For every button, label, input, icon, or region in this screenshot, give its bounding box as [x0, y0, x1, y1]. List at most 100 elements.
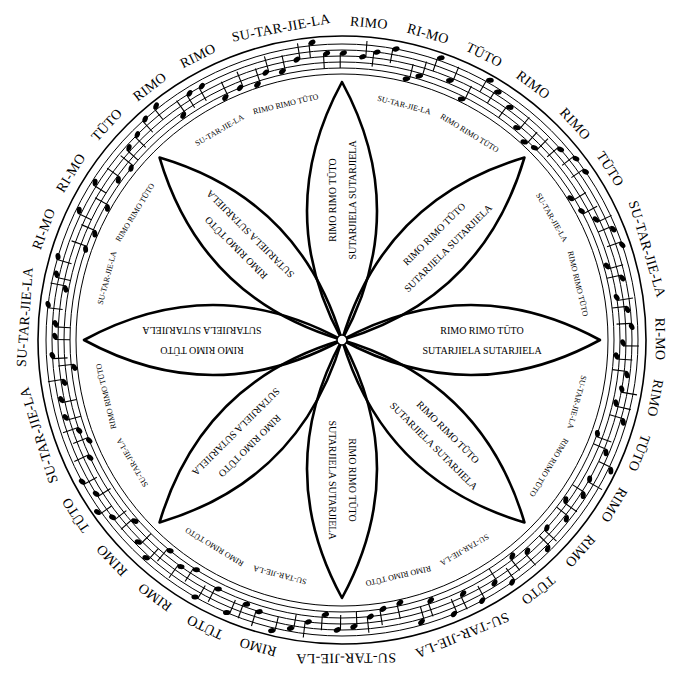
- note-stem: [48, 379, 64, 381]
- note: [619, 338, 639, 347]
- ring-lyric: RIMO: [350, 14, 389, 33]
- note-stem: [539, 536, 550, 547]
- note: [214, 81, 230, 103]
- note: [221, 597, 236, 618]
- petal: [84, 305, 342, 375]
- note-head: [131, 517, 140, 524]
- center-ring: [337, 335, 347, 345]
- note-head: [115, 176, 121, 184]
- note: [140, 544, 159, 564]
- note: [170, 100, 188, 121]
- note: [132, 129, 151, 148]
- note-head: [83, 245, 89, 253]
- note-head: [92, 230, 97, 237]
- note-stem: [66, 416, 80, 420]
- note-head: [490, 579, 498, 588]
- note: [150, 100, 168, 120]
- note: [371, 48, 382, 68]
- note-stem: [616, 358, 632, 360]
- note: [479, 75, 496, 96]
- note: [58, 363, 79, 374]
- note-head: [126, 143, 133, 151]
- note-head: [544, 544, 551, 552]
- note-head: [620, 418, 626, 426]
- note-stem: [169, 565, 178, 578]
- staff-line: [52, 50, 632, 630]
- note-stem: [238, 603, 243, 618]
- note-head: [591, 215, 600, 223]
- note: [592, 428, 614, 443]
- note: [123, 142, 143, 161]
- note: [561, 153, 581, 171]
- note-stem: [608, 265, 623, 269]
- note-stem: [380, 609, 382, 625]
- note: [576, 200, 598, 217]
- note: [230, 71, 245, 93]
- note: [103, 167, 124, 186]
- note-stem: [356, 612, 358, 627]
- note: [568, 484, 588, 501]
- ring-lyric: SU-TAR-JIE-LA: [625, 199, 668, 299]
- note-stem: [73, 438, 88, 444]
- ring-lyric: RIMO: [598, 485, 631, 525]
- note-stem: [612, 370, 627, 372]
- note: [74, 205, 95, 221]
- ring-lyric: TŪTO: [184, 612, 225, 642]
- note-stem: [583, 206, 597, 214]
- note-head: [618, 241, 627, 250]
- note-stem: [81, 225, 96, 231]
- note: [500, 567, 518, 587]
- inner-ring-lyric: RIMO RIMO TŪTO: [252, 93, 319, 117]
- note-head: [459, 589, 467, 598]
- note-stem: [62, 399, 77, 402]
- note-stem: [372, 52, 374, 67]
- note-stem: [99, 506, 111, 515]
- note-stem: [607, 275, 622, 278]
- note-stem: [537, 139, 548, 150]
- ring-lyric: RI-MO: [405, 21, 450, 47]
- ring-lyric: TŪTO: [593, 149, 627, 190]
- staff-line: [64, 62, 620, 618]
- note: [91, 197, 112, 214]
- note-stem: [545, 530, 557, 541]
- note: [74, 452, 96, 468]
- note-head: [185, 89, 193, 98]
- note-stem: [571, 169, 583, 178]
- note-head: [105, 204, 111, 212]
- note-head: [192, 567, 200, 573]
- note: [207, 584, 224, 606]
- note-stem: [93, 185, 106, 193]
- note: [612, 291, 633, 303]
- note-stem: [519, 117, 529, 129]
- note-stem: [84, 477, 97, 484]
- note-stem: [593, 444, 607, 450]
- note: [168, 561, 187, 582]
- note-stem: [53, 357, 68, 359]
- note-head: [446, 78, 453, 83]
- note: [591, 443, 612, 458]
- note: [52, 269, 72, 282]
- ring-lyric: RIMO: [644, 378, 666, 418]
- note: [139, 113, 158, 133]
- note-stem: [251, 611, 256, 626]
- note: [184, 564, 202, 585]
- note-stem: [297, 43, 300, 59]
- ring-lyric: SU-TAR-JIE-LA: [16, 385, 61, 485]
- ring-lyric: RIMO: [557, 105, 594, 143]
- note-head: [595, 430, 601, 438]
- ring-lyric: RIMO: [562, 532, 599, 570]
- note: [61, 409, 81, 422]
- ring-lyric: RI-MO: [54, 151, 90, 195]
- inner-ring-lyric: RIMO RIMO TŪTO: [115, 182, 158, 244]
- note: [91, 482, 112, 499]
- note: [48, 378, 69, 390]
- petal-lyric: RIMO RIMO TŪTO: [440, 325, 524, 336]
- note-stem: [264, 56, 268, 71]
- ring-lyric: RI-MO: [29, 206, 58, 251]
- note-stem: [607, 242, 621, 247]
- note-stem: [58, 364, 74, 366]
- ring-lyric: TŪTO: [518, 572, 558, 608]
- note: [189, 582, 206, 603]
- note-stem: [237, 72, 243, 87]
- note: [591, 209, 613, 225]
